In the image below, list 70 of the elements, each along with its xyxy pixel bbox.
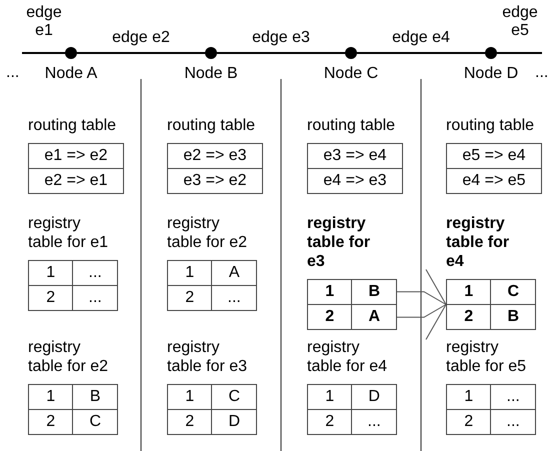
edge-line <box>217 52 345 54</box>
table-heading: routing table <box>28 116 118 135</box>
table-cell: 2 <box>446 410 491 434</box>
table-heading: registry table for e1 <box>28 214 110 252</box>
ellipsis-label: ... <box>535 64 548 82</box>
table-heading: routing table <box>167 116 256 135</box>
table-cell: 2 <box>168 286 212 310</box>
table-cell: ... <box>352 410 396 434</box>
table-cell: 1 <box>168 384 212 410</box>
node-dot <box>345 47 357 59</box>
table-cell: 2 <box>308 304 352 330</box>
table-cell: A <box>352 304 396 330</box>
table-heading: registry table for e3 <box>167 338 248 376</box>
table-cell: 1 <box>168 260 212 286</box>
table-cell: e4 => e3 <box>308 168 402 194</box>
table-cell: e2 => e3 <box>168 144 262 168</box>
node-label: Node A <box>44 65 98 83</box>
table-heading: registry table for e2 <box>167 214 248 252</box>
table-cell: e3 => e4 <box>308 144 402 168</box>
table-cell: 1 <box>446 384 491 410</box>
table-cell: 1 <box>308 384 352 410</box>
table-cell: B <box>72 384 118 410</box>
table-cell: e3 => e2 <box>168 168 262 194</box>
edge-line <box>357 52 485 54</box>
edge-label: edge e4 <box>392 29 450 47</box>
table-cell: B <box>490 304 536 330</box>
edge-label: edge e3 <box>252 29 310 47</box>
table-cell: A <box>212 260 256 286</box>
table-heading: registry table for e2 <box>28 338 110 376</box>
table-cell: e4 => e5 <box>446 168 542 194</box>
node-label: Node D <box>464 65 518 83</box>
table-cell: B <box>352 280 396 304</box>
edge-line <box>497 52 542 54</box>
table-cell: 1 <box>28 260 73 286</box>
table-cell: e1 => e2 <box>28 144 124 168</box>
table-cell: C <box>490 280 536 304</box>
table-cell: 1 <box>308 280 352 304</box>
edge-label: edge e2 <box>112 29 170 47</box>
table-cell: 2 <box>446 304 491 330</box>
table-cell: e5 => e4 <box>446 144 542 168</box>
table-heading: registry table for e5 <box>446 338 528 376</box>
node-dot <box>65 47 77 59</box>
edge-line <box>22 52 65 54</box>
table-heading: registry table for e3 <box>307 214 372 271</box>
table-heading: routing table <box>307 116 396 135</box>
table-cell: 1 <box>446 280 491 304</box>
table-cell: ... <box>490 384 536 410</box>
table-cell: ... <box>212 286 256 310</box>
table-cell: 2 <box>28 410 73 434</box>
table-cell: 2 <box>168 410 212 434</box>
table-cell: D <box>212 410 256 434</box>
node-dot <box>205 47 217 59</box>
table-cell: 1 <box>28 384 73 410</box>
table-cell: D <box>352 384 396 410</box>
table-heading: routing table <box>446 116 536 135</box>
node-label: Node B <box>184 65 238 83</box>
transfer-arrow <box>396 269 446 340</box>
table-cell: ... <box>72 286 118 310</box>
table-heading: registry table for e4 <box>307 338 388 376</box>
table-cell: 2 <box>28 286 73 310</box>
node-dot <box>485 47 497 59</box>
table-cell: C <box>212 384 256 410</box>
node-label: Node C <box>324 65 378 83</box>
table-cell: e2 => e1 <box>28 168 124 194</box>
table-cell: ... <box>72 260 118 286</box>
ellipsis-label: ... <box>6 64 20 82</box>
table-cell: 2 <box>308 410 352 434</box>
table-cell: C <box>72 410 118 434</box>
table-cell: ... <box>490 410 536 434</box>
table-heading: registry table for e4 <box>446 214 510 271</box>
